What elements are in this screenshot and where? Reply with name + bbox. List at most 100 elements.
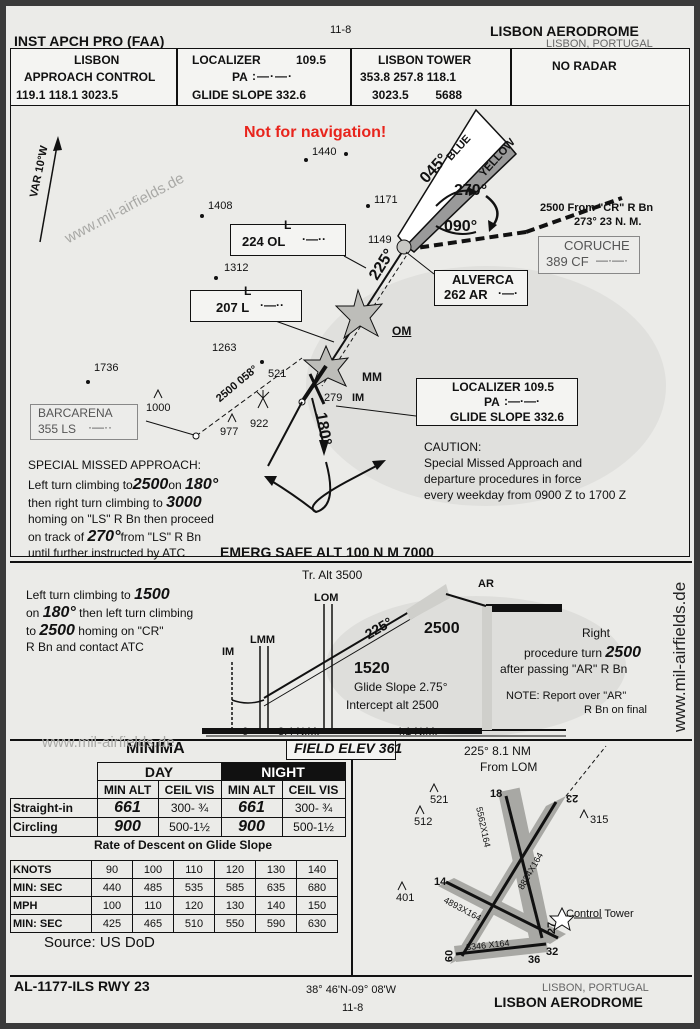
table-cell: 100 xyxy=(91,896,133,915)
table-cell: 485 xyxy=(132,878,174,897)
terrain-shade xyxy=(326,596,626,736)
runway-number: 14 xyxy=(434,876,447,888)
glide-slope-info: GLIDE SLOPE 332.6 xyxy=(450,410,565,424)
glide-slope: GLIDE SLOPE 332.6 xyxy=(192,88,307,102)
aerodrome-name: LISBON AERODROME xyxy=(490,23,639,39)
missed-arrow xyxy=(319,440,329,456)
distance-label: 6 xyxy=(242,726,249,738)
var-arrow-head xyxy=(53,136,62,151)
profile-altitude-2500: 2500 xyxy=(424,620,460,637)
missed-climb xyxy=(231,699,265,704)
table-cell: 465 xyxy=(132,914,174,933)
table-cell: 500-1½ xyxy=(281,817,346,837)
rwy-centerline xyxy=(460,801,558,957)
night-header: NIGHT xyxy=(220,762,346,781)
divider xyxy=(176,48,178,106)
profile-missed-text: R Bn and contact ATC xyxy=(26,640,144,654)
morse-code-icon: —·—· xyxy=(596,253,628,267)
cr-track xyxy=(415,230,527,250)
missed-lt xyxy=(269,479,317,513)
table-cell: 120 xyxy=(214,860,256,879)
table-cell: 300- ¾ xyxy=(157,798,222,818)
rate-descent-title: Rate of Descent on Glide Slope xyxy=(94,838,273,852)
table-cell: 900 xyxy=(96,817,159,837)
table-cell: 425 xyxy=(91,914,133,933)
heading-090: 090° xyxy=(444,218,478,235)
elevation-label: 1312 xyxy=(224,262,249,274)
ceil-vis-header: CEIL VIS xyxy=(157,780,222,799)
coruche-name: CORUCHE xyxy=(564,238,630,253)
elevation-label: 521 xyxy=(268,368,287,380)
leader xyxy=(405,251,435,275)
elevation-label: 1171 xyxy=(374,194,398,206)
table-row: Straight-in 661 300- ¾ 661 300- ¾ xyxy=(10,798,346,818)
obstacle-icon xyxy=(227,412,237,423)
middle-marker-label: MM xyxy=(362,370,382,384)
missed-lt-arrow xyxy=(264,476,277,486)
ceil-vis-header: CEIL VIS xyxy=(281,780,346,799)
outer-marker-label: OM xyxy=(392,324,412,338)
table-cell: 300- ¾ xyxy=(281,798,346,818)
missed-approach-title: SPECIAL MISSED APPROACH: xyxy=(28,458,201,472)
intercept-altitude: Intercept alt 2500 xyxy=(346,698,439,712)
table-cell: 140 xyxy=(296,860,338,879)
cr-track: 273° 23 N. M. xyxy=(574,216,642,228)
runway-plan-2 xyxy=(308,373,326,405)
table-cell: 130 xyxy=(255,860,297,879)
morse-code-icon: ·—· xyxy=(498,286,518,300)
missed-approach-text: until further instructed by ATC xyxy=(28,546,186,560)
profile-missed-text: to 2500 homing on "CR" xyxy=(26,622,164,639)
elevation-label: 977 xyxy=(220,426,239,438)
table-cell: 500-1½ xyxy=(157,817,222,837)
outer-marker-icon xyxy=(334,288,384,340)
morse-code-icon: ·—·· xyxy=(260,298,284,312)
morse-code-icon: :—·—· xyxy=(252,69,293,83)
descent-shading xyxy=(406,584,450,620)
lmm-label: LMM xyxy=(250,634,276,646)
elevation-label: 401 xyxy=(396,892,415,904)
table-cell: 585 xyxy=(214,878,256,897)
barcarena-ndb-icon xyxy=(192,432,200,440)
rwy-centerline xyxy=(445,880,559,940)
table-cell: 590 xyxy=(255,914,297,933)
missed-approach-text: on track of 270°from "LS" R Bn xyxy=(28,528,202,545)
localizer-freq: 109.5 xyxy=(296,53,327,67)
table-cell: 100 xyxy=(132,860,174,879)
row-label: MPH xyxy=(10,896,92,915)
localizer-feather-yellow xyxy=(404,140,518,253)
ar-label: AR xyxy=(478,578,494,590)
table-cell: 635 xyxy=(255,878,297,897)
procedure-id: AL-1177-ILS RWY 23 xyxy=(14,978,150,994)
distance-label: 3.4 N.M. xyxy=(278,726,320,738)
table-cell: 661 xyxy=(96,798,159,818)
obstacle-icon xyxy=(429,782,439,793)
missed-turn xyxy=(311,461,381,514)
elevation-label: 512 xyxy=(414,816,433,828)
elevation-label: 1000 xyxy=(146,402,171,414)
watermark: www.mil-airfields.de xyxy=(42,734,175,751)
note-text: R Bn on final xyxy=(584,704,647,716)
elevation-label: 1736 xyxy=(94,362,119,374)
table-cell: 110 xyxy=(132,896,174,915)
cr-track-ext xyxy=(525,196,623,234)
table-cell: 150 xyxy=(296,896,338,915)
transition-altitude: Tr. Alt 3500 xyxy=(302,568,363,582)
elevation-label: 521 xyxy=(430,794,449,806)
runway-number: 23 xyxy=(566,792,579,804)
rwy-centerline xyxy=(504,795,544,939)
localizer-info: LOCALIZER 109.5 xyxy=(452,380,555,394)
obstacle-icon xyxy=(579,808,589,819)
table-cell: 120 xyxy=(173,896,215,915)
profile-missed-text: on 180° then left turn climbing xyxy=(26,604,194,621)
page-number: 11-8 xyxy=(330,24,352,36)
localizer-box xyxy=(416,378,578,426)
inner-marker-label: IM xyxy=(352,392,365,404)
glide-path-2 xyxy=(263,603,437,707)
approach-freqs: 119.1 118.1 3023.5 xyxy=(16,88,119,102)
procedure-turn-text: Right xyxy=(582,626,611,640)
barcarena-track xyxy=(195,357,303,437)
localizer-label: LOCALIZER xyxy=(192,53,261,67)
